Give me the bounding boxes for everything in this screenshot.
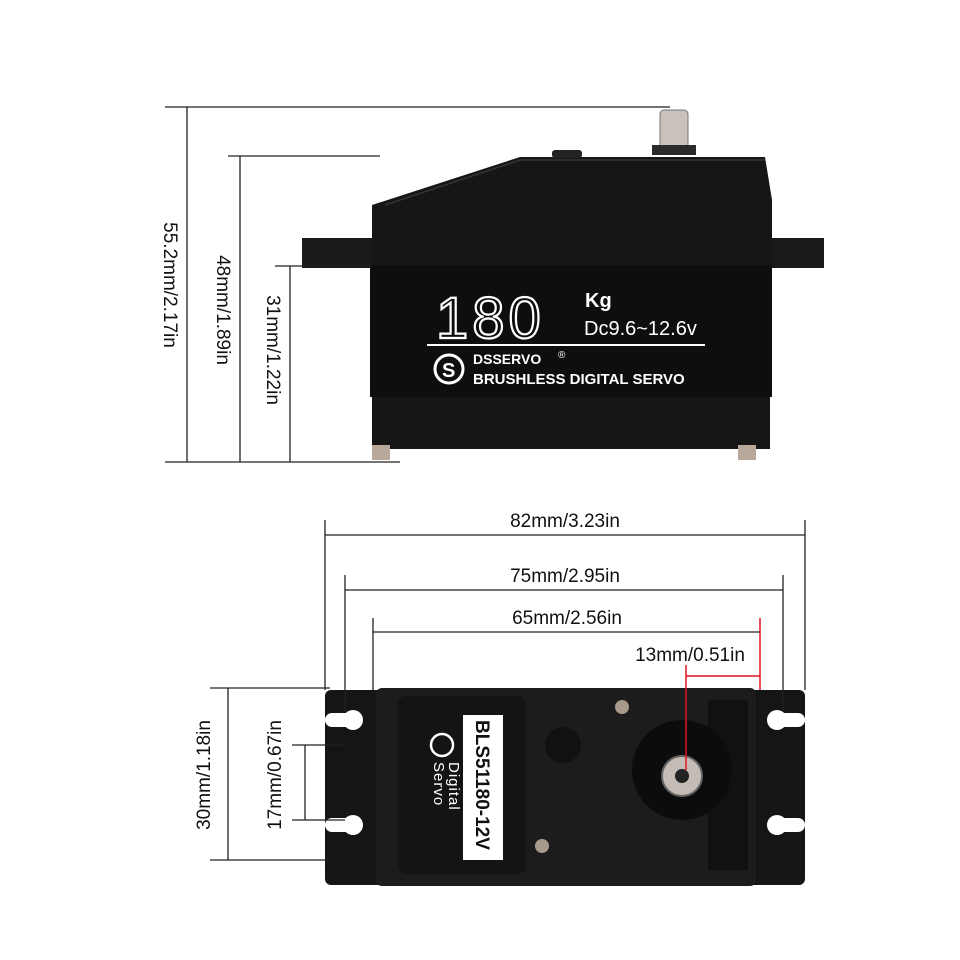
screw-icon <box>535 839 549 853</box>
top-view: BLS51180-12V Digital Servo 82mm/3.23in 7… <box>194 511 806 886</box>
dim-body-height: 48mm/1.89in <box>212 255 233 365</box>
model-text: BLS51180-12V <box>471 720 492 850</box>
dim-shaft-offset: 13mm/0.51in <box>635 645 745 666</box>
subtitle-text: BRUSHLESS DIGITAL SERVO <box>473 371 685 388</box>
housing-dome <box>545 727 581 763</box>
dim-body-length: 65mm/2.56in <box>512 608 622 629</box>
dim-hole-length: 75mm/2.95in <box>510 566 620 587</box>
logo-text-digital: Digital <box>445 762 462 811</box>
svg-text:S: S <box>442 360 455 382</box>
voltage-text: Dc9.6~12.6v <box>584 318 697 340</box>
screw-right <box>738 445 756 460</box>
dim-total-width: 30mm/1.18in <box>194 720 215 830</box>
dim-hole-spacing: 17mm/0.67in <box>265 720 286 830</box>
torque-unit: Kg <box>585 290 612 312</box>
brand-text: DSSERVO <box>473 351 541 367</box>
dsservo-logo-icon: S <box>433 353 465 385</box>
screw-left <box>372 445 390 460</box>
housing-edge <box>384 159 765 206</box>
registered-mark: ® <box>558 350 566 361</box>
dim-total-length: 82mm/3.23in <box>510 511 620 532</box>
logo-text-servo: Servo <box>430 762 447 806</box>
dim-flange-height: 31mm/1.22in <box>262 295 283 405</box>
lower-housing <box>372 397 770 449</box>
screw-icon <box>615 700 629 714</box>
housing-bump <box>552 150 582 158</box>
upper-housing <box>372 157 772 268</box>
digital-servo-logo-icon <box>429 732 455 758</box>
model-sticker <box>463 715 503 860</box>
side-view: 180 Kg Dc9.6~12.6v S DSSERVO ® BRUSHLESS… <box>159 106 824 463</box>
mounting-holes <box>325 710 805 835</box>
torque-number: 180 <box>436 286 545 351</box>
dim-total-height: 55.2mm/2.17in <box>159 222 180 348</box>
